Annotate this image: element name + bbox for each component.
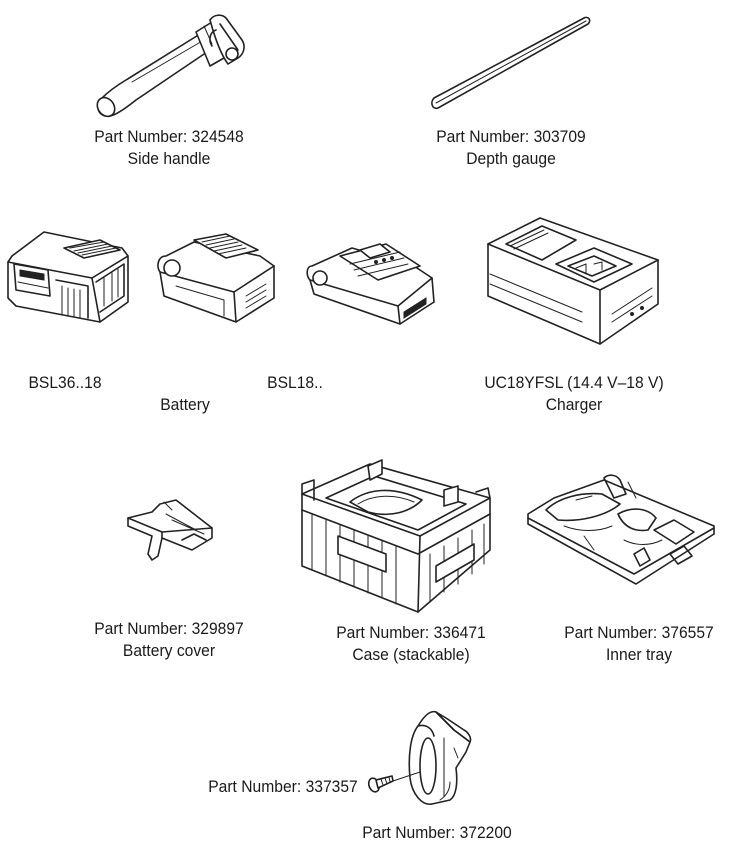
battery-cover-name: Battery cover (122, 641, 216, 660)
battery-name: Battery (160, 395, 210, 414)
depth-gauge-name: Depth gauge (466, 149, 556, 168)
depth-gauge-icon (431, 16, 591, 110)
inner-tray-icon (527, 474, 715, 585)
side-handle-part-number: Part Number: 324548 (94, 127, 244, 146)
battery-cover-part-number: Part Number: 329897 (94, 619, 244, 638)
leader-line (389, 771, 421, 783)
battery-18v-slim-icon (306, 243, 435, 325)
case-icon (301, 459, 491, 613)
charger-model: UC18YFSL (14.4 V–18 V) (484, 373, 664, 392)
battery-36v-model: BSL36..18 (28, 373, 102, 392)
charger-name: Charger (545, 395, 603, 414)
battery-36v-icon (7, 231, 129, 323)
screw-icon (367, 775, 394, 793)
charger-icon (487, 217, 659, 345)
inner-tray-name: Inner tray (605, 645, 673, 664)
depth-gauge-part-number: Part Number: 303709 (436, 127, 586, 146)
holder-part-number: Part Number: 372200 (362, 823, 512, 842)
battery-18v-model: BSL18.. (267, 373, 323, 392)
case-name: Case (stackable) (352, 645, 470, 664)
case-part-number: Part Number: 336471 (336, 623, 486, 642)
inner-tray-part-number: Part Number: 376557 (564, 623, 714, 642)
battery-18v-icon (157, 233, 275, 323)
battery-cover-icon (127, 499, 213, 561)
screw-part-number: Part Number: 337357 (208, 777, 358, 796)
side-handle-name: Side handle (127, 149, 211, 168)
side-handle-icon (96, 14, 245, 118)
holder-icon (408, 710, 472, 805)
